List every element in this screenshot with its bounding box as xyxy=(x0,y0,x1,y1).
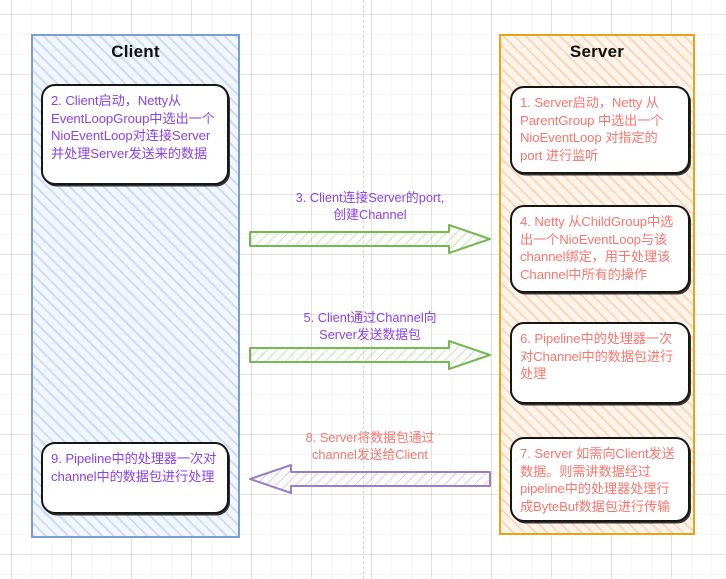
server-note-4[interactable]: 4. Netty 从ChildGroup中选出一个NioEventLoop与该c… xyxy=(510,205,690,293)
server-note-1[interactable]: 1. Server启动，Netty 从 ParentGroup 中选出一个 Ni… xyxy=(510,86,690,174)
center-guide-line xyxy=(363,0,364,579)
server-lane-title: Server xyxy=(569,42,625,61)
arrow-3-right-icon xyxy=(249,224,491,254)
arrow-5-group[interactable]: 5. Client通过Channel向 Server发送数据包 xyxy=(248,309,492,375)
arrow-3-group[interactable]: 3. Client连接Server的port, 创建Channel xyxy=(248,189,492,255)
server-note-7[interactable]: 7. Server 如需向Client发送数据。则需讲数据经过pipeline中… xyxy=(510,437,690,522)
client-note-9[interactable]: 9. Pipeline中的处理器一次对channel中的数据包进行处理 xyxy=(41,442,229,514)
arrow-8-label: 8. Server将数据包通过 channel发送给Client xyxy=(305,430,435,462)
arrow-8-group[interactable]: 8. Server将数据包通过 channel发送给Client xyxy=(248,429,492,495)
server-note-6[interactable]: 6. Pipeline中的处理器一次对Channel中的数据包进行处理 xyxy=(510,322,690,404)
arrow-3-label: 3. Client连接Server的port, 创建Channel xyxy=(295,190,445,222)
arrow-5-right-icon xyxy=(249,340,491,370)
client-note-2[interactable]: 2. Client启动，Netty从EventLoopGroup中选出一个Nio… xyxy=(41,84,229,185)
arrow-5-label: 5. Client通过Channel向 Server发送数据包 xyxy=(303,310,437,342)
client-lane-title: Client xyxy=(111,42,160,61)
arrow-8-left-icon xyxy=(249,464,491,494)
